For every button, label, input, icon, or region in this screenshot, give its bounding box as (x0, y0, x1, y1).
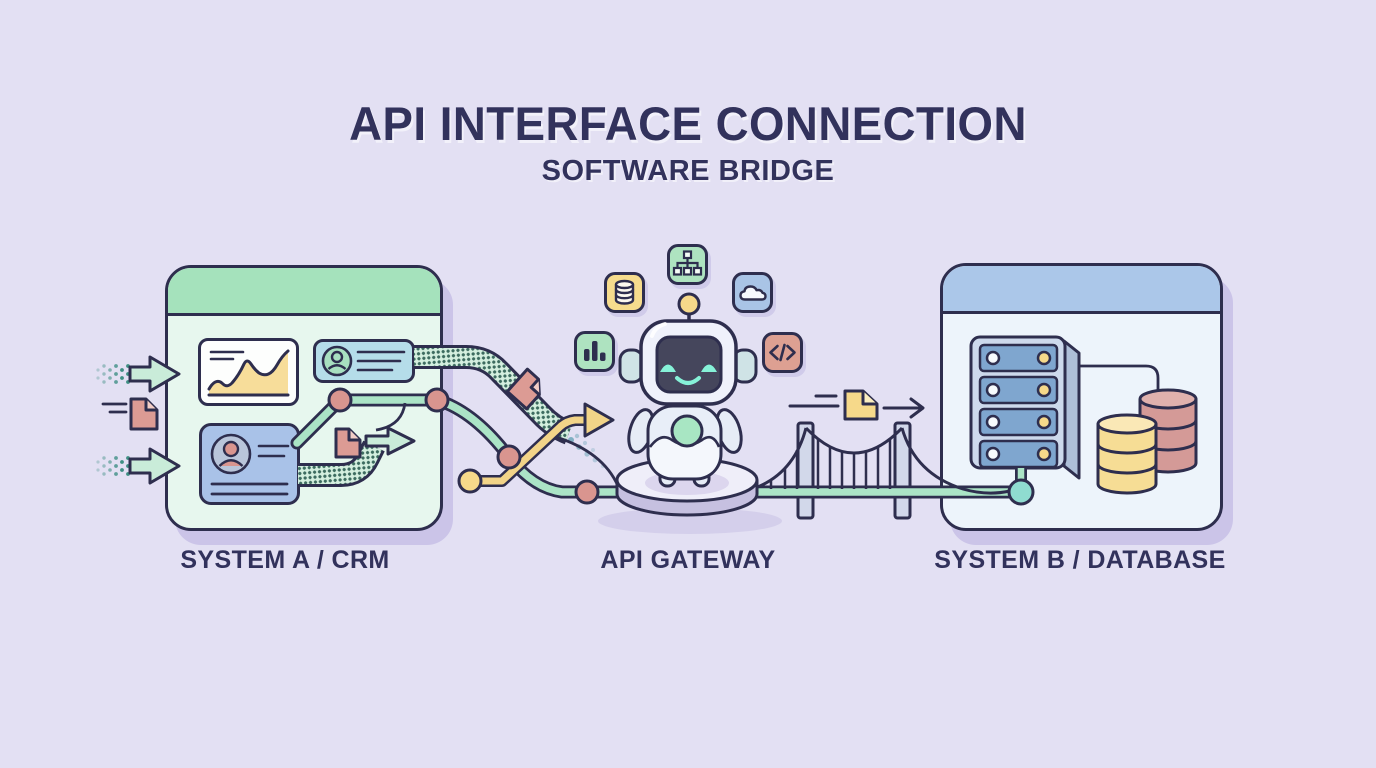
system-b-internals (969, 335, 1198, 506)
data-packet (788, 389, 925, 421)
database-cylinder-pink (1138, 388, 1198, 474)
yellow-route (457, 402, 615, 494)
code-icon (762, 332, 803, 373)
database-icon (604, 272, 645, 313)
robot-eye-left (660, 364, 676, 372)
antenna-ball (677, 292, 701, 316)
robot (618, 292, 758, 488)
page-subtitle: SOFTWARE BRIDGE (541, 155, 835, 187)
thin-curve-to-platform (555, 435, 620, 487)
system-a-window-header (168, 268, 440, 316)
robot-eye-right (701, 364, 717, 372)
contact-icon (321, 345, 406, 377)
system-a-caption: SYSTEM A / CRM (180, 546, 390, 574)
incoming-arrow-2 (96, 447, 181, 485)
server-link-line (1066, 364, 1160, 396)
server-rack (969, 335, 1081, 480)
contact-card-small (313, 339, 415, 383)
route-nodes (327, 387, 600, 505)
incoming-arrow-1 (96, 355, 181, 393)
bridge-tower-right (893, 421, 912, 520)
bridge-tower-left (796, 421, 815, 520)
system-b-caption: SYSTEM B / DATABASE (934, 546, 1226, 574)
teal-junction-node (1007, 478, 1035, 506)
document-icon-small (334, 427, 362, 459)
sitemap-icon (667, 244, 708, 285)
yellow-arrow-head (583, 402, 615, 438)
curve-connector (375, 402, 407, 432)
transfer-arrow (882, 397, 925, 419)
page-title: API INTERFACE CONNECTION (349, 97, 1027, 150)
robot-smile (675, 376, 701, 385)
mint-arrow (364, 426, 416, 456)
cloud-icon (732, 272, 773, 313)
yellow-node (457, 468, 483, 494)
avatar-icon (210, 433, 290, 496)
robot-face-screen (655, 335, 723, 394)
bar-chart-icon (574, 331, 615, 372)
server-slots (978, 343, 1059, 469)
system-b-window-header (943, 266, 1220, 314)
gateway-caption: API GATEWAY (600, 546, 776, 574)
database-cylinder-yellow (1096, 413, 1158, 495)
robot-chest-light (670, 414, 704, 448)
incoming-doc-icon (101, 397, 159, 431)
halftone-ribbon-loop (298, 440, 385, 487)
line-chart-icon (207, 349, 290, 397)
head-highlight (650, 322, 667, 338)
speed-lines (788, 394, 840, 408)
bridge-hangers (769, 438, 892, 489)
document-icon-rotated (505, 367, 541, 411)
speed-lines (101, 402, 128, 414)
robot-bib (650, 437, 719, 477)
chart-card (198, 338, 299, 406)
